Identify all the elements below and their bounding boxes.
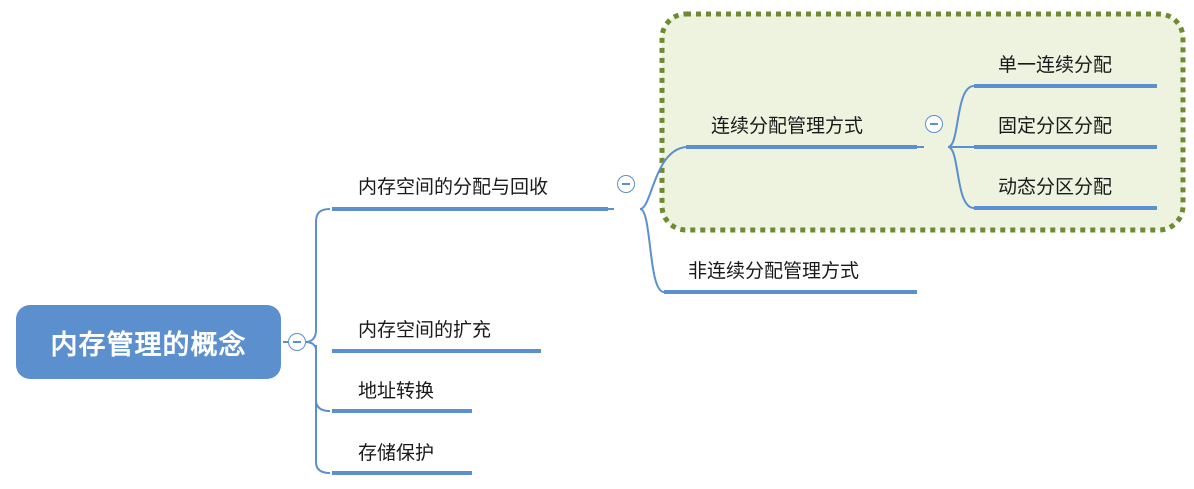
collapse-icon[interactable] [617, 175, 635, 193]
level2-underlines [664, 145, 917, 294]
branch2-connectors [917, 85, 975, 209]
root-connectors [283, 208, 331, 474]
branch1-connectors [608, 146, 687, 293]
highlight-box [659, 11, 1186, 233]
node-storage-protection[interactable]: 存储保护 [358, 442, 435, 464]
level1-underlines [332, 207, 608, 475]
root-node[interactable]: 内存管理的概念 [16, 305, 281, 379]
node-memory-allocation[interactable]: 内存空间的分配与回收 [358, 176, 549, 198]
node-dynamic-partition[interactable]: 动态分区分配 [998, 176, 1113, 198]
node-contiguous-allocation[interactable]: 连续分配管理方式 [711, 115, 864, 137]
node-single-contiguous[interactable]: 单一连续分配 [998, 54, 1113, 76]
collapse-icon[interactable] [925, 115, 943, 133]
collapse-icon[interactable] [288, 333, 306, 351]
node-address-translation[interactable]: 地址转换 [358, 380, 435, 402]
level3-underlines [974, 84, 1157, 210]
node-memory-expansion[interactable]: 内存空间的扩充 [358, 319, 492, 341]
node-fixed-partition[interactable]: 固定分区分配 [998, 115, 1113, 137]
node-noncontiguous-allocation[interactable]: 非连续分配管理方式 [688, 260, 860, 282]
